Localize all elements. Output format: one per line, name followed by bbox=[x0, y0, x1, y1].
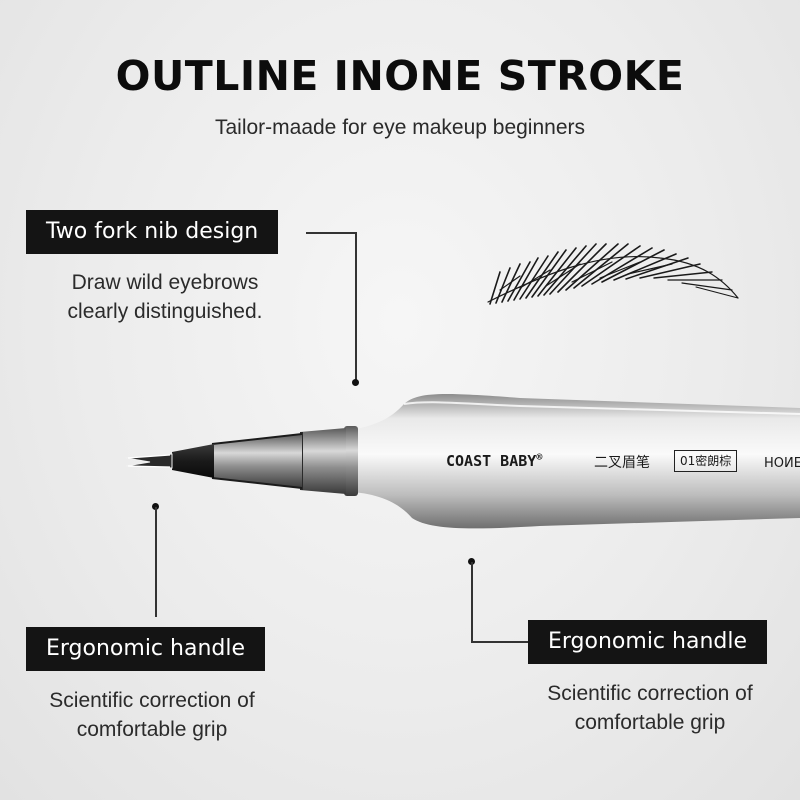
headline: OUTLINE INONE STROKE bbox=[115, 52, 685, 100]
pen-shade-label: 01密朗棕 bbox=[674, 450, 738, 472]
registered-mark: ® bbox=[536, 452, 543, 463]
pen-nib bbox=[172, 444, 214, 478]
right-handle-callout-tag: Ergonomic handle bbox=[528, 620, 767, 664]
eyebrow-swatch bbox=[487, 243, 739, 305]
nib-desc-line-1: Draw wild eyebrows bbox=[71, 271, 259, 294]
nib-leader-h bbox=[306, 232, 356, 234]
pen-tip-cone bbox=[212, 434, 302, 488]
right-desc-line-2: comfortable grip bbox=[574, 711, 726, 734]
pen-trailing-text: HONE bbox=[764, 453, 800, 468]
brow-pen bbox=[125, 394, 800, 529]
left-handle-callout-desc: Scientific correction of comfortable gri… bbox=[22, 686, 282, 744]
nib-leader-dot bbox=[352, 379, 359, 386]
nib-callout-tag: Two fork nib design bbox=[26, 210, 279, 254]
pen-ferrule bbox=[300, 428, 346, 494]
subheadline: Tailor-maade for eye makeup beginners bbox=[214, 116, 586, 139]
pen-cn-name: 二叉眉笔 bbox=[594, 455, 650, 471]
pen-handle bbox=[352, 394, 800, 529]
nib-desc-line-2: clearly distinguished. bbox=[67, 300, 263, 323]
right-leader-v bbox=[471, 562, 473, 642]
pen-brand-label: COAST BABY® bbox=[446, 452, 542, 470]
left-leader-dot bbox=[152, 503, 159, 510]
left-leader-v bbox=[155, 507, 157, 617]
right-handle-callout-desc: Scientific correction of comfortable gri… bbox=[520, 679, 780, 737]
nib-callout-desc: Draw wild eyebrows clearly distinguished… bbox=[30, 268, 300, 326]
pen-collar bbox=[344, 426, 358, 496]
left-desc-line-1: Scientific correction of bbox=[49, 689, 255, 712]
right-leader-h bbox=[471, 641, 529, 643]
nib-leader-v bbox=[355, 232, 357, 380]
right-leader-dot bbox=[468, 558, 475, 565]
left-handle-callout-tag: Ergonomic handle bbox=[26, 627, 265, 671]
left-desc-line-2: comfortable grip bbox=[76, 718, 228, 741]
right-desc-line-1: Scientific correction of bbox=[547, 682, 753, 705]
pen-brand: COAST BABY bbox=[446, 452, 537, 470]
